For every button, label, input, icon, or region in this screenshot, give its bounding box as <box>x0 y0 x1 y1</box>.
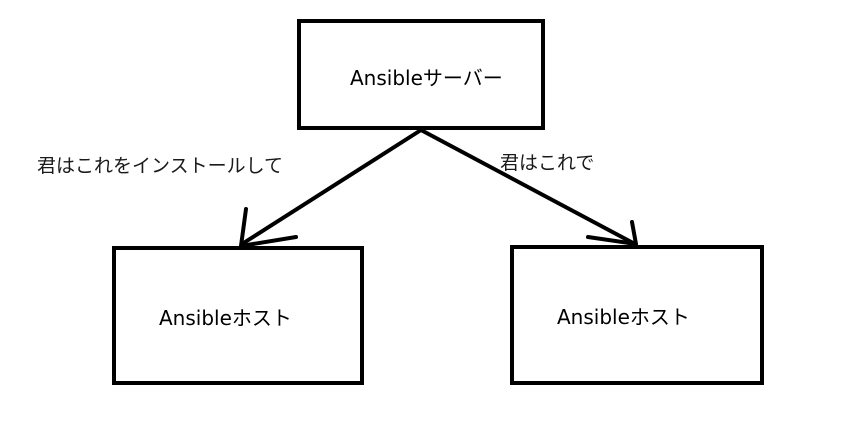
edge-server-to-right-host <box>419 128 638 246</box>
node-ansible-server <box>297 19 545 130</box>
node-ansible-host-left <box>112 246 364 385</box>
edge-line-left <box>240 128 423 246</box>
edge-label-left: 君はこれをインストールして <box>37 155 284 177</box>
edge-label-right: 君はこれで <box>500 152 595 174</box>
node-ansible-host-right <box>510 245 764 385</box>
edge-line-right <box>419 128 637 246</box>
node-ansible-host-right-label: Ansibleホスト <box>557 305 690 329</box>
arrowhead-right-icon <box>586 220 638 246</box>
node-ansible-server-label: Ansibleサーバー <box>350 66 503 90</box>
edge-server-to-left-host <box>239 128 423 248</box>
node-ansible-host-left-label: Ansibleホスト <box>159 306 292 330</box>
